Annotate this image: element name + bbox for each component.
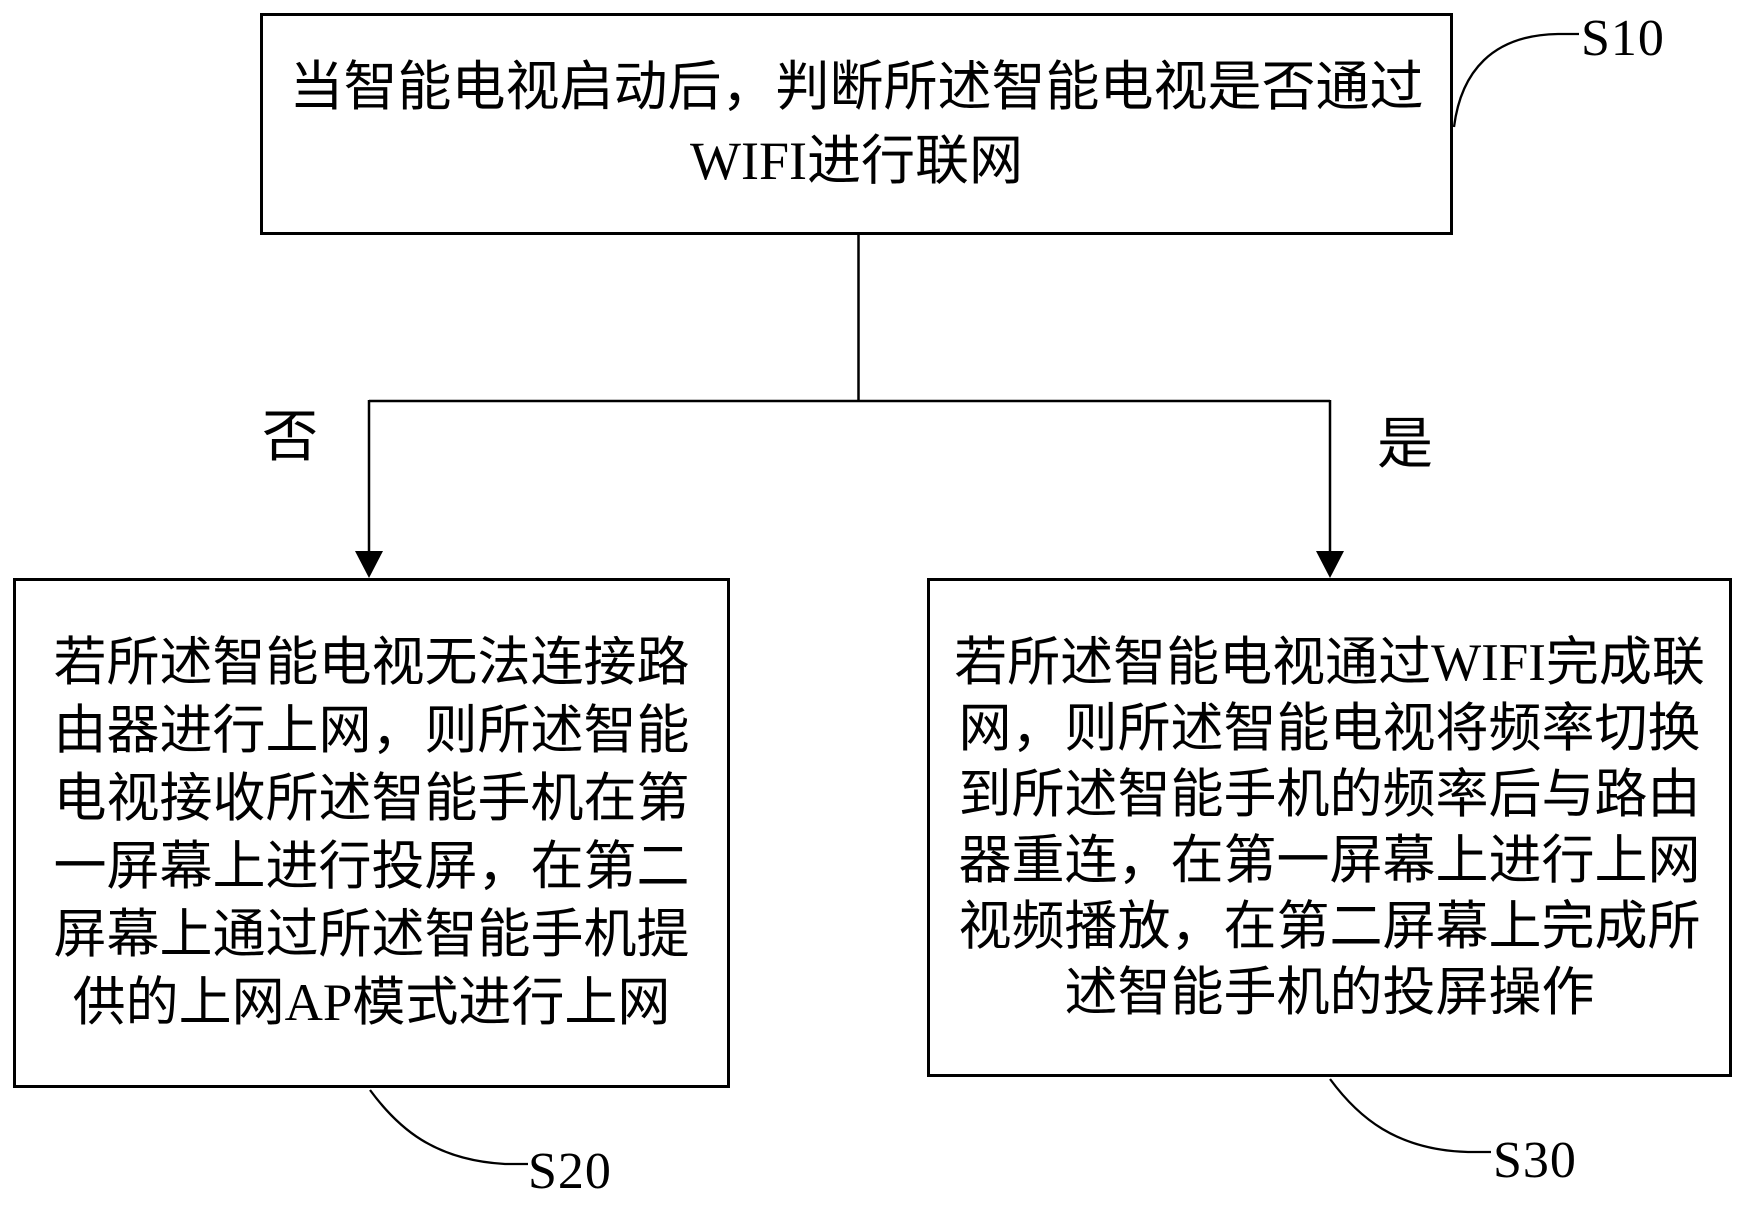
step-box-no-branch: 若所述智能电视无法连接路 由器进行上网，则所述智能 电视接收所述智能手机在第 一…: [13, 578, 730, 1088]
step-box-yes-line: 到所述智能手机的频率后与路由: [958, 765, 1701, 824]
leader-line-s10: [1452, 32, 1579, 128]
step-box-no-line: 若所述智能电视无法连接路: [53, 634, 690, 692]
leader-line-s20: [369, 1089, 528, 1166]
step-box-no-line: 一屏幕上进行投屏，在第二: [53, 838, 690, 896]
step-box-start: 当智能电视启动后，判断所述智能电视是否通过 WIFI进行联网: [260, 13, 1453, 235]
step-box-yes-line: 若所述智能电视通过WIFI完成联: [954, 633, 1705, 692]
step-box-no-line: 由器进行上网，则所述智能: [53, 702, 690, 760]
arrow-down-icon: [355, 551, 383, 578]
step-label-s10: S10: [1581, 10, 1665, 67]
step-label-s30: S30: [1493, 1132, 1577, 1189]
step-box-start-line: WIFI进行联网: [690, 131, 1023, 191]
step-box-yes-line: 述智能手机的投屏操作: [1064, 963, 1595, 1022]
branch-label-no: 否: [262, 407, 318, 469]
step-box-no-line: 供的上网AP模式进行上网: [72, 974, 671, 1032]
leader-line-s30: [1329, 1078, 1491, 1154]
step-box-start-line: 当智能电视启动后，判断所述智能电视是否通过: [289, 57, 1424, 117]
step-label-s20: S20: [528, 1143, 612, 1200]
step-box-no-line: 屏幕上通过所述智能手机提: [53, 906, 690, 964]
branch-label-yes: 是: [1377, 414, 1433, 476]
step-box-no-line: 电视接收所述智能手机在第: [53, 770, 690, 828]
step-box-yes-line: 器重连，在第一屏幕上进行上网: [958, 831, 1701, 890]
arrow-down-icon: [1316, 551, 1344, 578]
step-box-yes-branch: 若所述智能电视通过WIFI完成联 网，则所述智能电视将频率切换 到所述智能手机的…: [927, 578, 1732, 1077]
step-box-yes-line: 视频播放，在第二屏幕上完成所: [958, 897, 1701, 956]
step-box-yes-line: 网，则所述智能电视将频率切换: [958, 699, 1701, 758]
